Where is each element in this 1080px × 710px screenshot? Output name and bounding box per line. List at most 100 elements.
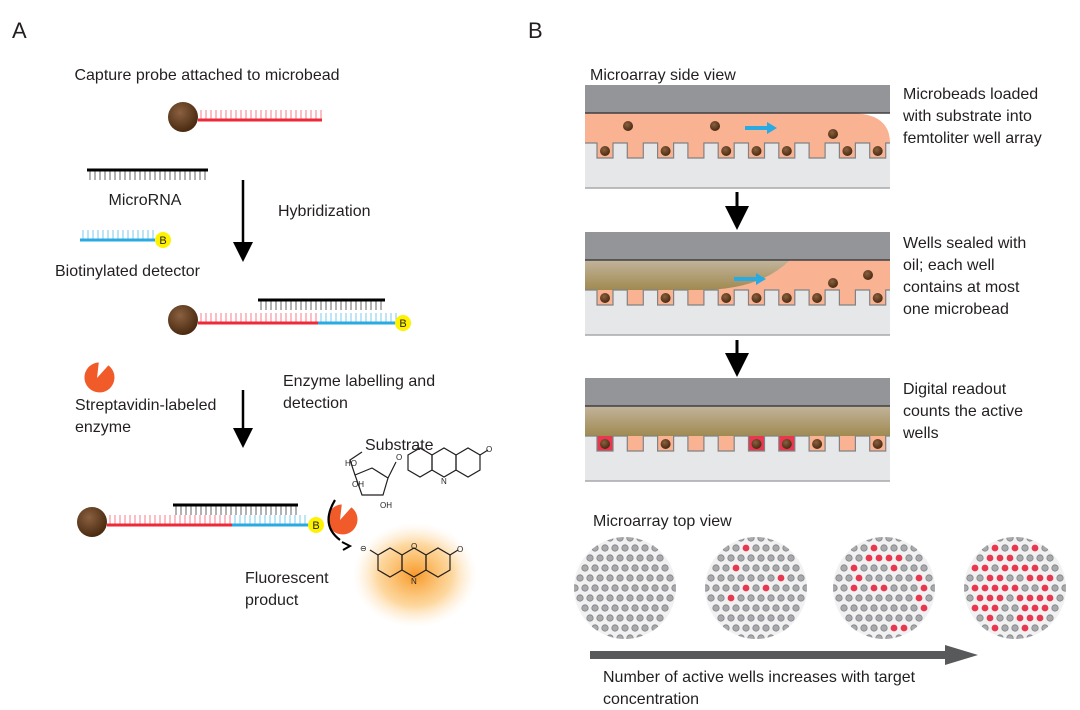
inactive-well [611, 584, 619, 592]
inactive-well [636, 574, 644, 582]
biotin-tag [395, 315, 411, 331]
microbead [751, 293, 762, 303]
active-well [1036, 574, 1044, 582]
well [687, 290, 704, 305]
inactive-well [747, 574, 755, 582]
active-well [885, 554, 893, 562]
well [809, 143, 826, 158]
inactive-well [905, 594, 913, 602]
inactive-well [757, 554, 765, 562]
inactive-well [651, 624, 659, 632]
inactive-well [737, 594, 745, 602]
inactive-well [601, 584, 609, 592]
inactive-well [885, 537, 893, 542]
inactive-well [626, 574, 634, 582]
step2-text: oil; each well [903, 257, 995, 274]
substrate-fluid [700, 260, 890, 290]
inactive-well [1061, 584, 1066, 592]
inactive-well [1041, 624, 1049, 632]
inactive-well [611, 564, 619, 572]
biotinylated-detector-label: Biotinylated detector [55, 263, 201, 280]
inactive-well [1026, 634, 1034, 639]
inactive-well [875, 537, 883, 542]
microbead [623, 121, 633, 131]
inactive-well [966, 594, 974, 602]
inactive-well [621, 544, 629, 552]
active-well [1006, 554, 1014, 562]
inactive-well [606, 537, 614, 542]
active-well [870, 584, 878, 592]
substrate-molecule [327, 447, 489, 541]
active-well [981, 584, 989, 592]
inactive-well [885, 614, 893, 622]
inactive-well [601, 544, 609, 552]
microbead [751, 439, 762, 449]
inactive-well [880, 544, 888, 552]
microbead [781, 439, 792, 449]
inactive-well [641, 624, 649, 632]
inactive-well [782, 564, 790, 572]
microbead [710, 121, 720, 131]
inactive-well [737, 537, 745, 542]
active-well [976, 594, 984, 602]
chem-ho: HO [345, 459, 357, 468]
inactive-well [1051, 584, 1059, 592]
inactive-well [626, 537, 634, 542]
inactive-well [1006, 594, 1014, 602]
inactive-well [1016, 634, 1024, 639]
inactive-well [707, 574, 715, 582]
inactive-well [870, 624, 878, 632]
inactive-well [752, 584, 760, 592]
active-well [1026, 574, 1034, 582]
inactive-well [717, 574, 725, 582]
inactive-well [705, 584, 710, 592]
active-well [1016, 614, 1024, 622]
inactive-well [1041, 544, 1049, 552]
inactive-well [762, 624, 770, 632]
inactive-well [895, 594, 903, 602]
well [687, 436, 704, 451]
inactive-well [767, 594, 775, 602]
inactive-well [1051, 604, 1059, 612]
active-well [1021, 604, 1029, 612]
chem-oh-1: OH [352, 480, 364, 489]
inactive-well [850, 604, 858, 612]
inactive-well [996, 634, 1004, 639]
inactive-well [865, 574, 873, 582]
inactive-well [910, 584, 918, 592]
streptavidin-label-1: Streptavidin-labeled [75, 397, 216, 414]
inactive-well [747, 554, 755, 562]
inactive-well [1041, 564, 1049, 572]
microarray-side-views [585, 85, 890, 482]
inactive-well [792, 604, 800, 612]
inactive-well [860, 624, 868, 632]
microbead [600, 146, 610, 156]
inactive-well [787, 614, 795, 622]
inactive-well [782, 604, 790, 612]
inactive-well [767, 554, 775, 562]
oil-layer [585, 406, 890, 436]
cover-glass [585, 378, 890, 406]
inactive-well [925, 594, 933, 602]
inactive-well [860, 564, 868, 572]
biotin-letter: B [312, 520, 319, 532]
inactive-well [651, 564, 659, 572]
inactive-well [641, 544, 649, 552]
inactive-well [586, 574, 594, 582]
active-well [996, 574, 1004, 582]
active-well [855, 574, 863, 582]
microbead [828, 129, 838, 139]
active-well [1011, 544, 1019, 552]
active-well [915, 594, 923, 602]
cover-glass [585, 232, 890, 260]
active-well [986, 574, 994, 582]
inactive-well [636, 614, 644, 622]
inactive-well [1006, 537, 1014, 542]
well [718, 436, 735, 451]
microbead [751, 146, 762, 156]
inactive-well [996, 614, 1004, 622]
inactive-well [910, 604, 918, 612]
well [627, 290, 644, 305]
active-well [915, 574, 923, 582]
inactive-well [976, 554, 984, 562]
